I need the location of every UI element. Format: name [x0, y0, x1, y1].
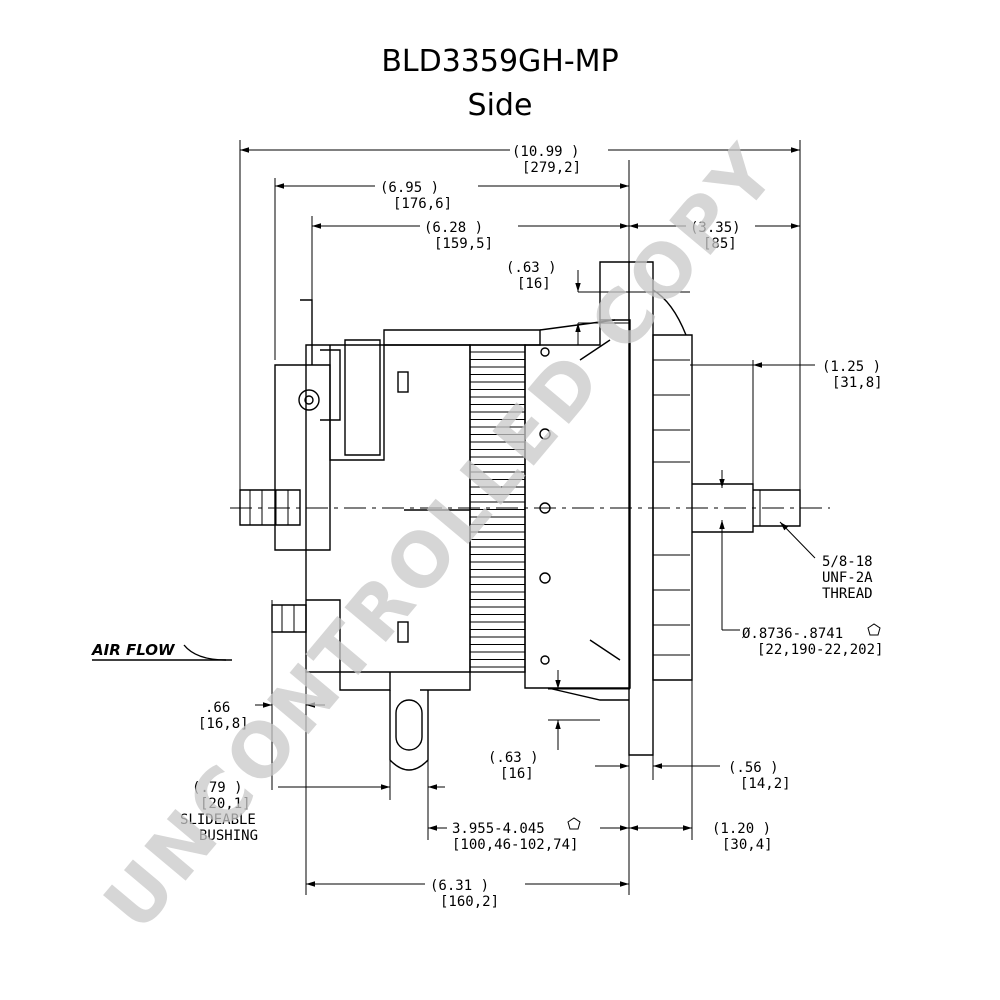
dim-125-in: (1.25 )	[822, 359, 881, 375]
critical-dim-symbol	[567, 817, 581, 830]
dim-335-mm: [85]	[703, 236, 737, 252]
dim-063-top-mm: [16]	[517, 276, 551, 292]
dim-695-mm: [176,6]	[393, 196, 452, 212]
thread-spec-2: UNF-2A	[822, 570, 873, 586]
dim-066-in: .66	[205, 700, 230, 716]
air-flow-arrow-icon	[183, 644, 227, 661]
dim-overall-in: (10.99 )	[512, 144, 579, 160]
dim-3955-mm: [100,46-102,74]	[452, 837, 578, 853]
dim-079-mm: [20,1]	[200, 796, 251, 812]
cooling-fan	[628, 261, 693, 756]
view-subtitle: Side	[467, 88, 533, 123]
dim-056-mm: [14,2]	[740, 776, 791, 792]
drawing-title: BLD3359GH-MP	[381, 44, 619, 79]
dim-631-in: (6.31 )	[430, 878, 489, 894]
mounting-ear	[389, 690, 429, 771]
dim-shaft-in: Ø.8736-.8741	[742, 626, 843, 642]
dim-125-mm: [31,8]	[832, 375, 883, 391]
stator-fin-lines	[470, 351, 525, 668]
bushing-label-1: SLIDEABLE	[180, 812, 256, 828]
air-flow-label: AIR FLOW	[91, 641, 176, 659]
thread-spec-1: 5/8-18	[822, 554, 873, 570]
critical-dim-symbol	[867, 623, 881, 636]
front-housing	[524, 261, 631, 701]
dimension-lines	[240, 147, 816, 887]
dim-063-bot-in: (.63 )	[488, 750, 539, 766]
dim-shaft-mm: [22,190-22,202]	[757, 642, 883, 658]
thread-spec-3: THREAD	[822, 586, 873, 602]
dim-120-in: (1.20 )	[712, 821, 771, 837]
dimension-labels: (10.99 ) [279,2] (6.95 ) [176,6] (6.28 )…	[180, 144, 883, 910]
dim-066-mm: [16,8]	[198, 716, 249, 732]
dim-063-bot-mm: [16]	[500, 766, 534, 782]
dim-120-mm: [30,4]	[722, 837, 773, 853]
dim-335-in: (3.35)	[690, 220, 741, 236]
dim-3955-in: 3.955-4.045	[452, 821, 545, 837]
dim-695-in: (6.95 )	[380, 180, 439, 196]
bushing-label-2: BUSHING	[199, 828, 258, 844]
dim-063-top-in: (.63 )	[506, 260, 557, 276]
dim-631-mm: [160,2]	[440, 894, 499, 910]
dim-628-in: (6.28 )	[424, 220, 483, 236]
dim-056-in: (.56 )	[728, 760, 779, 776]
dim-628-mm: [159,5]	[434, 236, 493, 252]
pulley-shaft	[692, 483, 801, 533]
air-flow-indicator: AIR FLOW	[91, 641, 232, 661]
dim-079-in: (.79 )	[192, 780, 243, 796]
dim-overall-mm: [279,2]	[522, 160, 581, 176]
